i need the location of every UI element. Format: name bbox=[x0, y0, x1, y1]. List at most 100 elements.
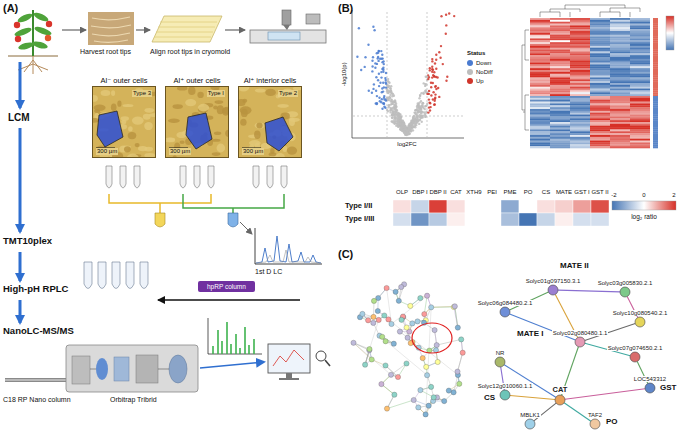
ratio-cell bbox=[573, 200, 591, 213]
heatmap-cell bbox=[530, 61, 550, 63]
network-dot bbox=[404, 361, 409, 366]
network-dot bbox=[371, 320, 376, 325]
heatmap-cell bbox=[610, 94, 630, 96]
heatmap-cell bbox=[610, 120, 630, 122]
circle-fill bbox=[590, 419, 600, 429]
heatmap-cell bbox=[610, 111, 630, 113]
volcano-point bbox=[388, 104, 390, 106]
heatmap-cell bbox=[630, 83, 650, 85]
heatmap-cell bbox=[550, 31, 570, 33]
volcano-point bbox=[430, 94, 432, 96]
figure-part bbox=[306, 14, 320, 24]
volcano-point bbox=[394, 101, 396, 103]
ratio-cell bbox=[537, 213, 555, 226]
mass-spectrum bbox=[208, 318, 262, 354]
volcano-point bbox=[392, 110, 394, 112]
volcano-point bbox=[381, 87, 383, 89]
volcano-point bbox=[371, 70, 373, 72]
network-dot bbox=[429, 305, 434, 310]
heatmap-cell bbox=[590, 129, 610, 131]
circle-fill bbox=[645, 383, 655, 393]
cluster-strip bbox=[653, 137, 658, 139]
network-dot bbox=[408, 303, 413, 308]
heatmap-cell bbox=[590, 31, 610, 33]
heatmap-cell bbox=[590, 89, 610, 91]
network-dot bbox=[391, 341, 396, 346]
tissue-cell bbox=[212, 152, 221, 156]
figure-part bbox=[32, 11, 49, 23]
network-dot bbox=[399, 284, 404, 289]
volcano-point bbox=[376, 103, 378, 105]
volcano-point bbox=[432, 91, 434, 93]
heatmap-cell bbox=[610, 118, 630, 120]
tissue-cell bbox=[111, 90, 115, 96]
network-circle bbox=[644, 382, 656, 394]
network-dot bbox=[418, 388, 423, 393]
label-text: DBP II bbox=[429, 189, 446, 196]
figure-part bbox=[427, 12, 428, 137]
heatmap-cell bbox=[610, 68, 630, 70]
volcano-point bbox=[434, 93, 436, 95]
tissue-cell bbox=[213, 105, 218, 109]
volcano-point bbox=[435, 54, 437, 56]
volcano-point bbox=[376, 63, 378, 65]
cluster-strip bbox=[653, 20, 658, 22]
ratio-cell bbox=[483, 200, 501, 213]
legend-text: Up bbox=[476, 78, 484, 85]
volcano-point bbox=[372, 56, 374, 58]
volcano-point bbox=[420, 105, 422, 107]
heatmap-cell bbox=[570, 137, 590, 139]
volcano-point bbox=[376, 52, 378, 54]
heatmap-cell bbox=[550, 118, 570, 120]
volcano-point bbox=[383, 103, 385, 105]
volcano-point bbox=[400, 129, 402, 131]
cluster-strip bbox=[653, 68, 658, 70]
network-edge bbox=[510, 314, 576, 340]
volcano-point bbox=[403, 130, 405, 132]
volcano-point bbox=[382, 90, 384, 92]
heatmap-cell bbox=[610, 48, 630, 50]
label-text: log₂ ratio bbox=[631, 213, 657, 220]
ratio-cell bbox=[465, 200, 483, 213]
label-text: MATE II bbox=[560, 262, 589, 271]
heatmap-cell bbox=[590, 27, 610, 29]
network-circle bbox=[574, 336, 586, 348]
volcano-point bbox=[377, 79, 379, 81]
micrograph-heading: Al⁻ outer cells bbox=[92, 76, 156, 86]
network-dot bbox=[459, 337, 464, 342]
label-text: High-pH RPLC bbox=[3, 284, 68, 294]
cluster-strip bbox=[653, 81, 658, 83]
heatmap-cell bbox=[630, 118, 650, 120]
volcano-point bbox=[373, 83, 375, 85]
figure-part bbox=[169, 355, 187, 383]
heatmap-cell bbox=[530, 20, 550, 22]
heatmap-cell bbox=[610, 113, 630, 115]
heatmap-cell bbox=[530, 124, 550, 126]
heatmap-cell bbox=[610, 72, 630, 74]
network-dot bbox=[457, 381, 462, 386]
heatmap-cell bbox=[610, 51, 630, 53]
cluster-strip bbox=[653, 53, 658, 55]
micrograph-panel: Al⁺ interior cellsType 2300 µm bbox=[238, 76, 302, 158]
heatmap-cell bbox=[590, 55, 610, 57]
heatmap-cell bbox=[570, 79, 590, 81]
volcano-point bbox=[420, 116, 422, 118]
network-dot bbox=[360, 311, 365, 316]
legend-swatch bbox=[467, 60, 473, 66]
figure-part bbox=[158, 369, 169, 370]
heatmap-cell bbox=[530, 59, 550, 61]
heatmap-cell bbox=[590, 102, 610, 104]
tissue-cell bbox=[198, 104, 209, 112]
volcano-point bbox=[435, 85, 437, 87]
figure-part bbox=[279, 378, 299, 380]
label-text: 2 bbox=[672, 192, 675, 199]
network-dot bbox=[424, 364, 429, 369]
heatmap-cell bbox=[610, 135, 630, 137]
heatmap-cell bbox=[630, 115, 650, 117]
volcano-point bbox=[383, 95, 385, 97]
gene-label: Solyc10g080540.2.1 bbox=[612, 310, 669, 316]
network-line bbox=[437, 339, 462, 345]
heatmap-cell bbox=[630, 24, 650, 26]
heatmap-cell bbox=[550, 100, 570, 102]
volcano-point bbox=[434, 98, 436, 100]
